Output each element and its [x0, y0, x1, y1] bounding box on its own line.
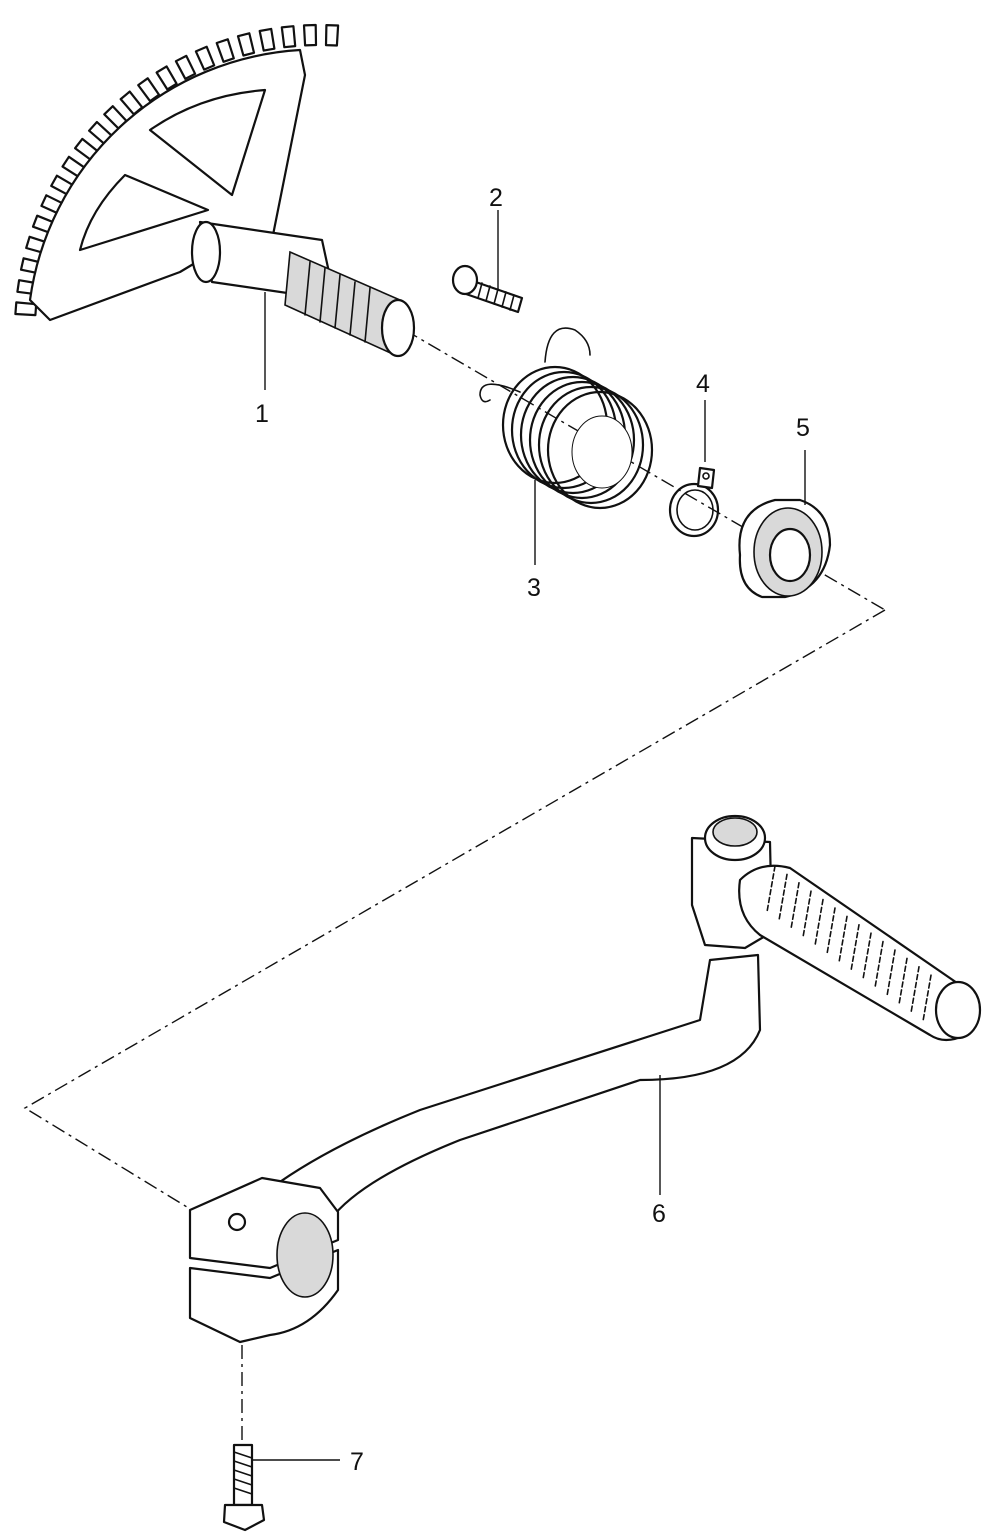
circlip-inner [676, 489, 714, 531]
shaft-tip [380, 298, 416, 358]
circlip [668, 400, 720, 538]
gear-tooth [194, 45, 216, 71]
callout-7: 7 [350, 1448, 364, 1476]
spring-coil [528, 380, 636, 500]
gear-tooth [280, 25, 297, 49]
circlip-lug [696, 466, 716, 490]
kickstart-gear-shaft [14, 23, 416, 358]
callout-6: 6 [652, 1200, 666, 1228]
grip-ridge [874, 940, 884, 989]
grip-ridge [814, 898, 824, 947]
gear-tooth [236, 32, 256, 57]
gear-window-lower [78, 173, 210, 252]
gear-tooth [14, 301, 38, 317]
shaft-end-cap [190, 220, 222, 284]
spring-bore [571, 415, 633, 489]
spring-coil [537, 385, 645, 505]
circlip-lug-hole [702, 472, 710, 480]
callout-labels: 1 2 3 4 5 6 7 [255, 184, 810, 1476]
screw [451, 210, 524, 314]
gear-tooth [155, 65, 178, 91]
grip-ridge [766, 865, 776, 913]
screw-head [451, 264, 479, 296]
grip-ridge [850, 923, 860, 972]
callout-3: 3 [527, 574, 541, 602]
callout-5: 5 [796, 414, 810, 442]
spring-hook-left [479, 383, 521, 403]
grip-ridge [862, 932, 872, 981]
grip-ridge [826, 907, 836, 955]
lever-arm [260, 953, 762, 1222]
callout-4: 4 [696, 370, 710, 398]
spring-coils [501, 365, 654, 510]
gear-window-upper [148, 88, 267, 197]
bolt-thread [233, 1451, 253, 1495]
gear-tooth [174, 54, 197, 80]
kickstart-lever [188, 814, 982, 1344]
grip-ridge [898, 957, 908, 1006]
grip-ridge [922, 974, 932, 1023]
lever-pivot-cap-top [712, 817, 758, 847]
grip-ridge [910, 965, 920, 1014]
gear-tooth [324, 24, 340, 47]
grip-end-cap [934, 980, 982, 1040]
gear-tooth [258, 27, 276, 52]
circlip-ring [668, 482, 720, 538]
screw-thread [477, 282, 515, 311]
lever-spline-bore [276, 1212, 334, 1298]
grip-ridges [766, 865, 932, 1023]
spring-hook-top [544, 327, 591, 363]
grip-ridge [778, 873, 788, 922]
gear-tooth [215, 38, 235, 63]
spring-coil [546, 390, 654, 510]
spline-grooves [304, 261, 371, 343]
grip-ridge [790, 881, 800, 930]
seal-bore [768, 527, 812, 583]
gear-tooth [302, 23, 318, 47]
grip-ridge [838, 915, 848, 964]
grip-ridge [802, 890, 812, 939]
gear-tooth [137, 77, 161, 103]
return-spring [479, 327, 654, 565]
callout-1: 1 [255, 400, 269, 428]
pinch-bolt [222, 1443, 340, 1532]
grip-ridge [886, 949, 896, 997]
oil-seal [738, 450, 832, 599]
callout-2: 2 [489, 184, 503, 212]
bolt-hex-head [222, 1503, 266, 1532]
lever-pinch-hole [227, 1212, 247, 1232]
